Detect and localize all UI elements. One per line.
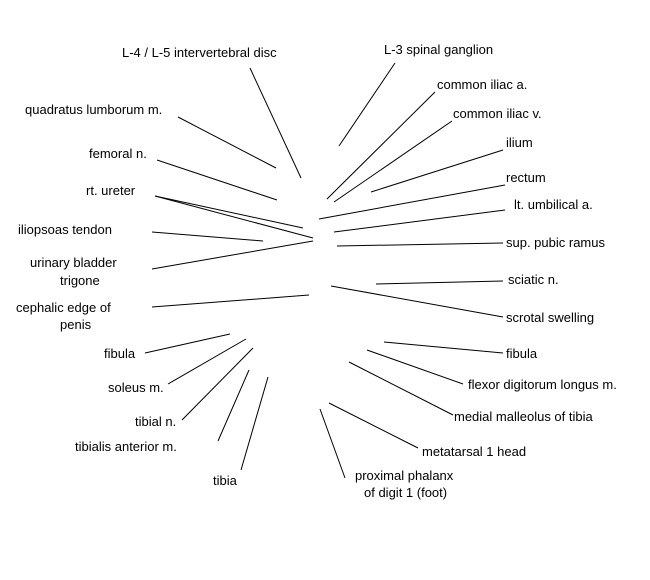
label-tibia: tibia [213, 473, 238, 488]
leader-fibula-right [383, 341, 504, 354]
label-rectum: rectum [506, 170, 546, 185]
leader-common-iliac-a [326, 91, 436, 200]
label-rt-ureter: rt. ureter [86, 183, 136, 198]
leader-metatarsal-head [328, 402, 419, 449]
leader-sciatic-n [375, 280, 504, 285]
label-femoral-n: femoral n. [89, 146, 147, 161]
label-tibialis-anterior: tibialis anterior m. [75, 439, 177, 454]
label-sciatic-n: sciatic n. [508, 272, 559, 287]
leader-lines [144, 62, 506, 479]
leader-scrotal-swelling [330, 285, 504, 318]
label-common-iliac-v: common iliac v. [453, 106, 542, 121]
label-ilium: ilium [506, 135, 533, 150]
leader-common-iliac-v [333, 120, 453, 203]
label-l4-l5-disc: L-4 / L-5 intervertebral disc [122, 45, 277, 60]
leader-sup-pubic-ramus [336, 242, 504, 247]
leader-fibula-left [144, 333, 231, 354]
label-soleus: soleus m. [108, 380, 164, 395]
leader-tibialis-anterior [217, 369, 250, 442]
leader-lt-umbilical-a [333, 209, 506, 233]
label-scrotal-swelling: scrotal swelling [506, 310, 594, 325]
leader-l4-l5-disc [249, 67, 302, 179]
leader-proximal-phalanx [319, 408, 346, 479]
label-cephalic-edge-line1: cephalic edge of [16, 300, 111, 315]
leader-tibia [240, 376, 269, 471]
leader-quadratus-lumborum [177, 116, 277, 169]
leader-femoral-n [156, 159, 278, 201]
leader-medial-malleolus [348, 361, 454, 416]
label-urinary-bladder-line2: trigone [60, 273, 100, 288]
leader-rt-ureter-a [154, 195, 304, 229]
leader-ilium [370, 149, 504, 193]
leader-soleus [167, 338, 247, 385]
leader-rectum [318, 184, 506, 220]
label-quadratus-lumborum: quadratus lumborum m. [25, 102, 162, 117]
leader-l3-ganglion [338, 62, 396, 147]
label-urinary-bladder-line1: urinary bladder [30, 255, 117, 270]
leader-flexor-digitorum [366, 349, 464, 385]
label-metatarsal-head: metatarsal 1 head [422, 444, 526, 459]
label-flexor-digitorum: flexor digitorum longus m. [468, 377, 617, 392]
label-proximal-phalanx-line2: of digit 1 (foot) [364, 485, 447, 500]
label-fibula-right: fibula [506, 346, 538, 361]
leader-iliopsoas-tendon [151, 231, 264, 242]
labels: L-4 / L-5 intervertebral disc L-3 spinal… [16, 42, 617, 500]
label-lt-umbilical-a: lt. umbilical a. [514, 197, 593, 212]
label-l3-ganglion: L-3 spinal ganglion [384, 42, 493, 57]
label-proximal-phalanx-line1: proximal phalanx [355, 468, 454, 483]
label-iliopsoas-tendon: iliopsoas tendon [18, 222, 112, 237]
label-sup-pubic-ramus: sup. pubic ramus [506, 235, 605, 250]
label-common-iliac-a: common iliac a. [437, 77, 527, 92]
label-tibial-n: tibial n. [135, 414, 176, 429]
leader-cephalic-edge [151, 294, 310, 308]
label-cephalic-edge-line2: penis [60, 317, 92, 332]
leader-tibial-n [181, 347, 254, 421]
label-fibula-left: fibula [104, 346, 136, 361]
label-medial-malleolus: medial malleolus of tibia [454, 409, 594, 424]
leader-urinary-bladder [151, 240, 314, 270]
leader-rt-ureter-b [154, 195, 314, 239]
